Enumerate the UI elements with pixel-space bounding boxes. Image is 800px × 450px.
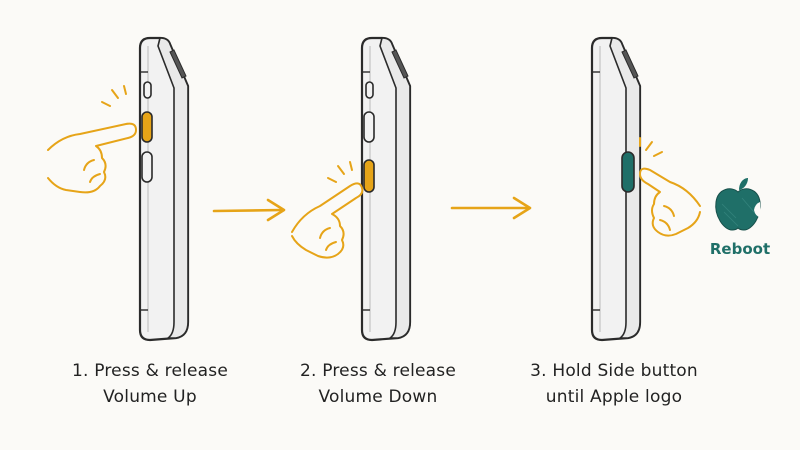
step-3-line2: until Apple logo [545,387,683,407]
volume-up-button [363,111,375,143]
arrow-right-icon [450,196,532,220]
volume-up-button-highlight [141,111,153,143]
press-marks-2 [327,161,353,183]
hand-pointing-icon [291,182,364,259]
side-button-highlight [621,151,635,193]
step-1-line1: Press & release [94,361,229,381]
reboot-label: Reboot [709,240,771,258]
hand-pointing-icon [47,122,137,194]
phone-3 [590,36,642,342]
phone-2 [360,36,412,342]
press-marks-3 [639,137,663,157]
step-1-line2: Volume Up [103,387,197,407]
step-2-line2: Volume Down [318,387,438,407]
step-3-number: 3. [530,361,547,381]
step-2-caption: 2. Press & release Volume Down [268,358,488,410]
arrow-right-icon [212,198,286,222]
volume-down-button-highlight [363,159,375,193]
phone-1 [47,36,190,342]
apple-logo-icon [715,178,761,231]
hand-pointing-icon [639,167,701,237]
step-1-caption: 1. Press & release Volume Up [40,358,260,410]
step-3-line1: Hold Side button [552,361,698,381]
step-2-line1: Press & release [322,361,457,381]
step-2-number: 2. [299,361,317,381]
volume-down-button [141,151,153,183]
action-button [143,81,152,99]
press-marks-1 [101,85,127,107]
action-button [365,81,374,99]
step-1-number: 1. [71,361,89,381]
step-3-caption: 3. Hold Side button until Apple logo [504,358,724,410]
